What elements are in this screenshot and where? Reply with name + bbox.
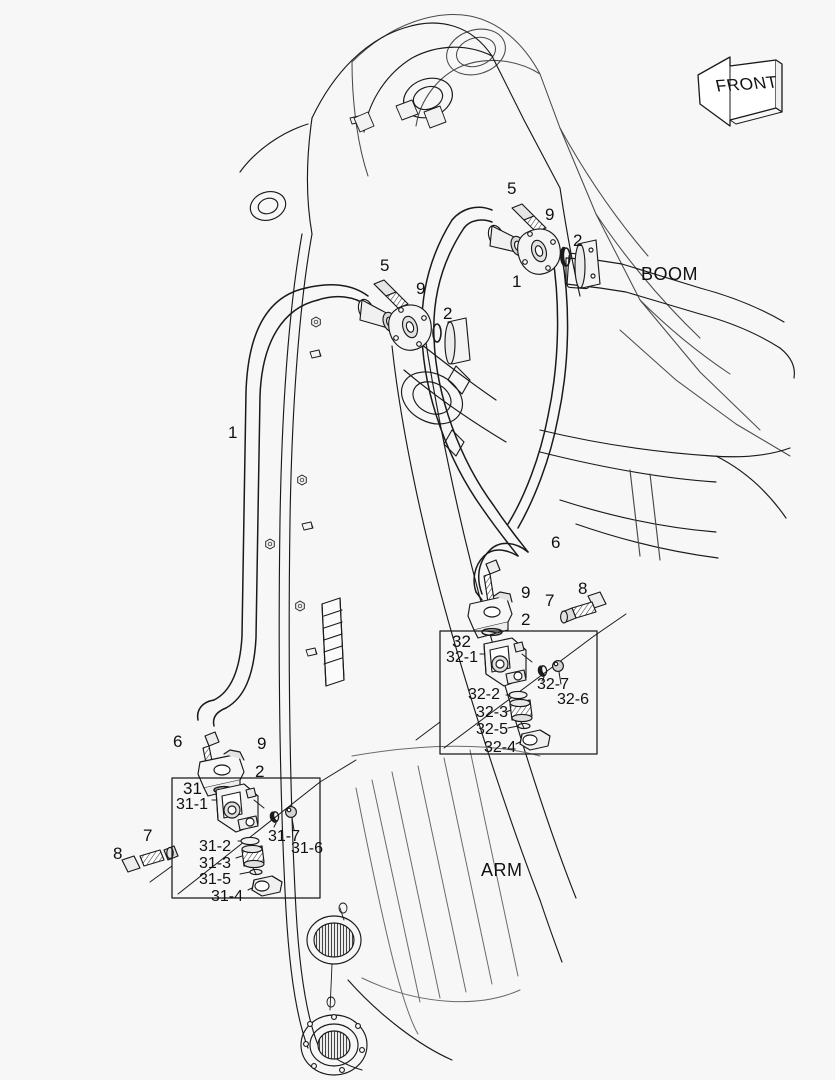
detail-31-part-31-3: 31-3 xyxy=(199,855,232,872)
arm-surface-fasteners xyxy=(265,99,447,657)
callout-c-hose-upper: 1 xyxy=(512,272,522,291)
detail-box-31-parts xyxy=(211,783,297,897)
boom-structure xyxy=(351,14,791,457)
arm-pivot-bushings xyxy=(300,902,368,1076)
callout-c-elbow-mid: 6 xyxy=(551,533,561,552)
bolt-washer-low-left xyxy=(121,845,179,873)
callout-c-flange-right: 9 xyxy=(545,205,555,224)
callout-c-hose-left: 1 xyxy=(228,423,238,442)
fitting-group-low-left xyxy=(197,731,245,797)
callout-c-elbow-low: 6 xyxy=(173,732,183,751)
detail-32-title: 32 xyxy=(452,632,471,651)
detail-31-part-31-2: 31-2 xyxy=(199,838,232,855)
detail-32-part-32-2: 32-2 xyxy=(468,686,501,703)
fitting-group-upper-right xyxy=(487,203,601,289)
detail-31-part-31-4: 31-4 xyxy=(211,888,244,905)
detail-32-part-32-6: 32-6 xyxy=(557,691,590,708)
detail-32-part-32-7: 32-7 xyxy=(537,676,570,693)
front-arrow-icon xyxy=(697,56,783,127)
detail-32-part-32-1: 32-1 xyxy=(446,649,479,666)
callout-c-washer-low: 7 xyxy=(143,826,153,845)
callout-c-oring-right: 2 xyxy=(573,231,583,250)
detail-32-part-32-5: 32-5 xyxy=(476,721,509,738)
detail-box-32-frame xyxy=(415,613,627,755)
callout-c-plug-upper-left: 5 xyxy=(380,256,390,275)
detail-32-part-32-4: 32-4 xyxy=(484,739,517,756)
detail-box-32-parts xyxy=(479,637,564,751)
callout-c-bolt-mid: 8 xyxy=(578,579,588,598)
detail-31-part-31-1: 31-1 xyxy=(176,796,209,813)
callout-c-bolt-low: 8 xyxy=(113,844,123,863)
detail-31-title: 31 xyxy=(183,779,202,798)
fitting-group-mid-right xyxy=(467,559,513,639)
detail-31-part-31-5: 31-5 xyxy=(199,871,232,888)
bolt-washer-mid-right xyxy=(560,591,607,624)
detail-32-part-32-3: 32-3 xyxy=(476,704,509,721)
callout-c-oring-left: 2 xyxy=(443,304,453,323)
machine-label-arm: ARM xyxy=(481,860,523,880)
fitting-group-upper-left xyxy=(357,279,471,365)
callout-c-oring-mid: 2 xyxy=(521,610,531,629)
machine-label-boom: BOOM xyxy=(641,264,699,284)
callout-c-oring-low: 2 xyxy=(255,762,265,781)
arm-structure xyxy=(239,22,795,1071)
callout-c-flange-low: 9 xyxy=(257,734,267,753)
detail-31-part-31-7: 31-7 xyxy=(268,828,301,845)
hose-clamp-block xyxy=(321,597,345,687)
callout-c-flange-mid: 9 xyxy=(521,583,531,602)
callout-c-flange-left: 9 xyxy=(416,279,426,298)
detail-box-31-frame xyxy=(149,759,357,899)
callout-c-plug-upper-right: 5 xyxy=(507,179,517,198)
detail-31-part-31-6: 31-6 xyxy=(291,840,324,857)
callout-c-washer-mid: 7 xyxy=(545,591,555,610)
front-marker-label: FRONT xyxy=(713,72,780,96)
